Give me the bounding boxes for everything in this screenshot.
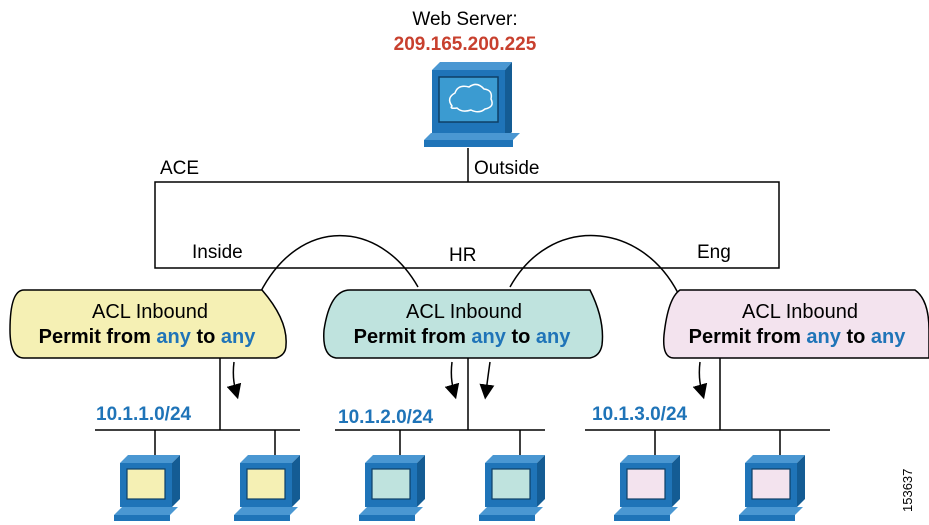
pc-icon [359, 455, 425, 521]
network-label-hr: 10.1.2.0/24 [338, 407, 434, 428]
outside-label: Outside [474, 158, 539, 179]
eng-label: Eng [697, 242, 731, 263]
ace-label: ACE [160, 158, 199, 179]
acl-title: ACL Inbound [406, 301, 522, 323]
arc-inside-hr [259, 234, 419, 294]
arc-hr-eng [509, 234, 679, 294]
acl-bubble-inside: ACL Inbound Permit from any to any [9, 289, 287, 359]
pc-icon [234, 455, 300, 521]
flow-arrow-hr-out [479, 361, 495, 400]
pc-icon [614, 455, 680, 521]
acl-rule: Permit from any to any [39, 326, 257, 348]
network-label-inside: 10.1.1.0/24 [96, 404, 192, 425]
acl-title: ACL Inbound [92, 301, 208, 323]
figure-id: 153637 [900, 469, 915, 512]
ace-context-box [154, 181, 780, 269]
network-label-eng: 10.1.3.0/24 [592, 404, 688, 425]
acl-bubble-hr: ACL Inbound Permit from any to any [323, 289, 604, 359]
pc-icon [114, 455, 180, 521]
acl-bubble-eng: ACL Inbound Permit from any to any [662, 289, 929, 359]
pc-icon [479, 455, 545, 521]
server-icon [424, 62, 520, 147]
hr-label: HR [449, 245, 476, 266]
pc-icon [739, 455, 805, 521]
server-title: Web Server: [412, 9, 517, 30]
acl-rule: Permit from any to any [354, 326, 572, 348]
flow-arrow-hr-in [444, 361, 460, 400]
flow-arrow-eng [692, 361, 708, 400]
acl-title: ACL Inbound [742, 301, 858, 323]
server-ip: 209.165.200.225 [394, 34, 537, 55]
inside-label: Inside [192, 242, 243, 263]
flow-arrow-inside [226, 361, 242, 400]
acl-rule: Permit from any to any [689, 326, 907, 348]
